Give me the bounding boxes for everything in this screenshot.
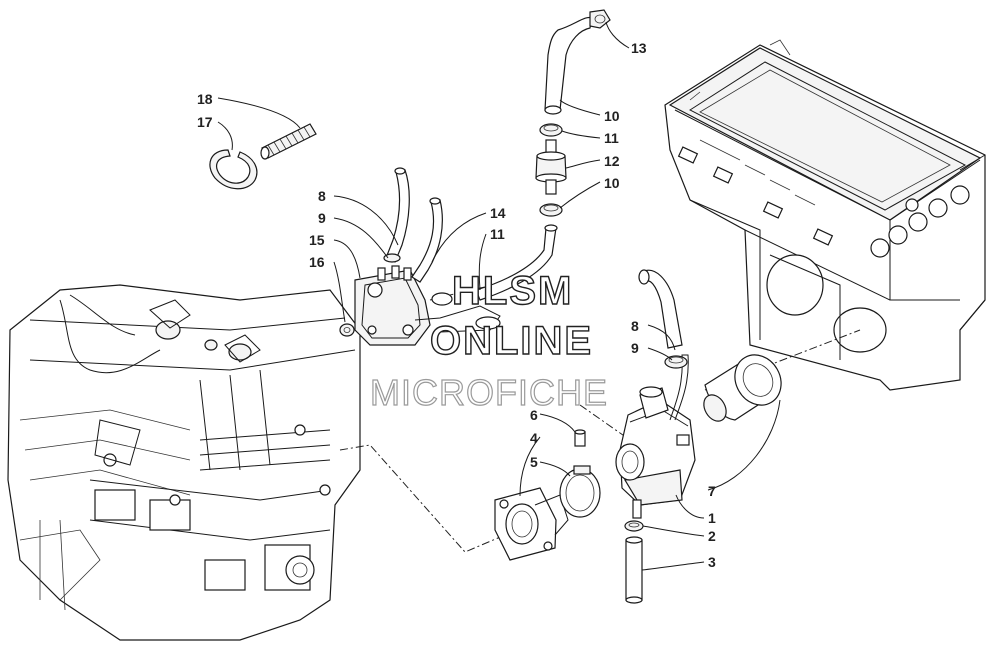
hose-14 bbox=[411, 197, 443, 283]
intake-boot-7 bbox=[703, 354, 782, 422]
callout-2: 2 bbox=[708, 528, 716, 544]
callout-3: 3 bbox=[708, 554, 716, 570]
callout-5: 5 bbox=[530, 454, 538, 470]
watermark-line-online: ONLINE bbox=[430, 319, 593, 363]
callout-18: 18 bbox=[197, 91, 213, 107]
callout-9-pump: 9 bbox=[318, 210, 326, 226]
retaining-ring-17 bbox=[209, 149, 258, 190]
hose-10-lower bbox=[475, 224, 558, 301]
carburetor bbox=[615, 354, 696, 519]
drain-tube-3 bbox=[625, 536, 643, 604]
watermark: HLSM ONLINE MICROFICHE bbox=[369, 268, 608, 413]
callout-6: 6 bbox=[530, 407, 538, 423]
callout-11-upper: 11 bbox=[604, 130, 619, 146]
clamp-11-upper bbox=[539, 123, 563, 137]
engine-assembly bbox=[7, 284, 361, 641]
callout-8-pump: 8 bbox=[318, 188, 326, 204]
fitting-16 bbox=[339, 323, 355, 337]
callout-1: 1 bbox=[708, 510, 716, 526]
fitting-6 bbox=[574, 429, 586, 447]
clamp-2 bbox=[624, 520, 644, 532]
hose-8-carb bbox=[638, 269, 683, 349]
clamp-9-carb bbox=[664, 355, 688, 369]
callout-10-upper: 10 bbox=[604, 108, 620, 124]
watermark-line-hlsm: HLSM bbox=[452, 269, 573, 313]
callout-10-lower: 10 bbox=[604, 175, 620, 191]
intake-flange-4 bbox=[494, 487, 569, 561]
hose-8-pump bbox=[385, 167, 410, 263]
callout-16: 16 bbox=[309, 254, 325, 270]
watermark-line-microfiche: MICROFICHE bbox=[370, 372, 608, 413]
callout-12: 12 bbox=[604, 153, 620, 169]
callout-17: 17 bbox=[197, 114, 213, 130]
callout-14: 14 bbox=[490, 205, 506, 221]
hose-10-upper bbox=[544, 16, 593, 115]
callout-7: 7 bbox=[708, 483, 716, 499]
callout-4: 4 bbox=[530, 430, 538, 446]
callout-8-carb: 8 bbox=[631, 318, 639, 334]
air-box-assembly bbox=[664, 39, 986, 391]
clamp-9-pump bbox=[383, 253, 401, 263]
fuel-filter-12 bbox=[535, 139, 567, 195]
callout-9-carb: 9 bbox=[631, 340, 639, 356]
callout-15: 15 bbox=[309, 232, 325, 248]
clamp-13 bbox=[589, 9, 611, 29]
callout-11-lower: 11 bbox=[490, 226, 505, 242]
clamp-11-lower bbox=[539, 203, 563, 217]
hose-clamp-5 bbox=[559, 465, 601, 518]
leader-lines bbox=[217, 21, 781, 571]
callout-labels: 18 17 8 9 15 16 14 11 13 10 11 12 10 8 9… bbox=[197, 40, 716, 570]
callout-13: 13 bbox=[631, 40, 647, 56]
fuel-pump bbox=[354, 265, 501, 346]
spring-18 bbox=[260, 123, 317, 160]
